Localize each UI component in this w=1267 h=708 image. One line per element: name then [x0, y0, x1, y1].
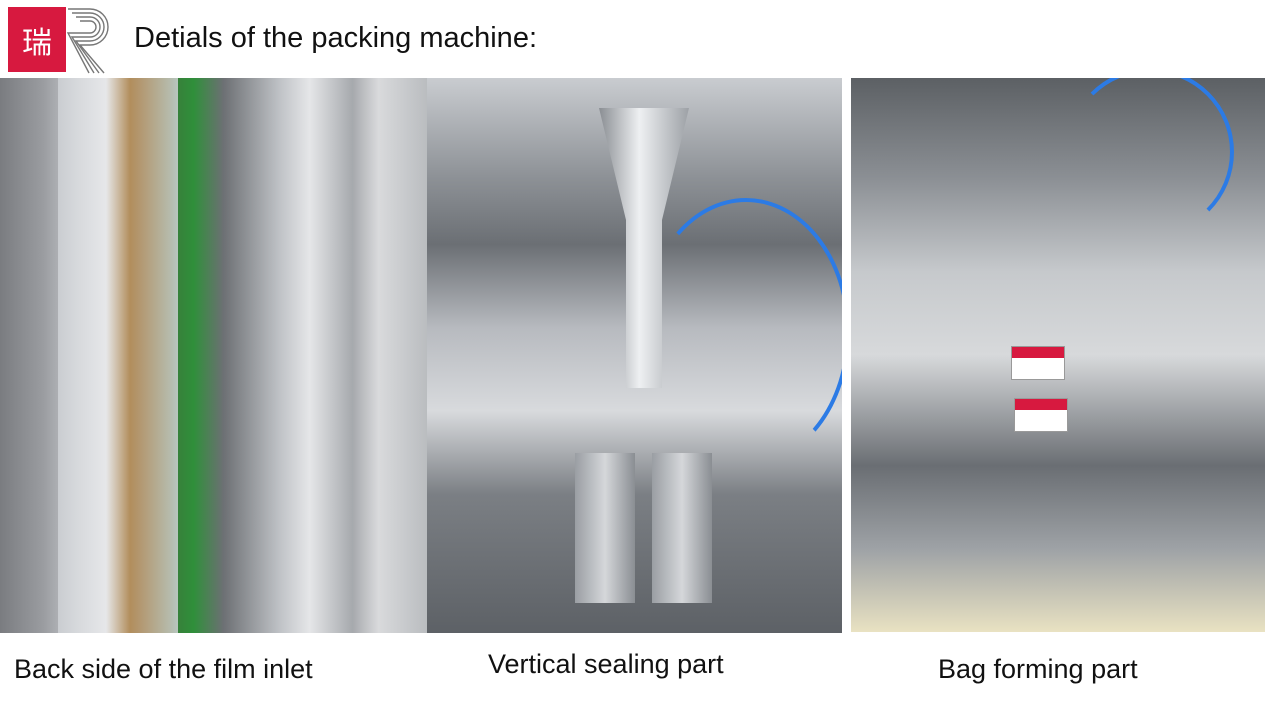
caption-bag-forming: Bag forming part — [938, 654, 1138, 684]
logo: 瑞 — [8, 7, 66, 72]
photo-vertical-sealing — [427, 78, 842, 633]
photo-bag-forming — [851, 78, 1265, 632]
logo-r-mark — [66, 8, 109, 74]
air-tube — [1066, 78, 1234, 236]
caption-film-inlet: Back side of the film inlet — [14, 654, 313, 684]
danger-label — [1014, 398, 1068, 432]
photo-film-inlet — [0, 78, 430, 633]
air-tube — [642, 198, 842, 466]
danger-label — [1011, 346, 1065, 380]
page-title: Detials of the packing machine: — [134, 22, 537, 54]
film-roll — [58, 78, 178, 633]
sealing-jaw-right — [652, 453, 712, 603]
logo-char: 瑞 — [22, 25, 52, 61]
sealing-jaw-left — [575, 453, 635, 603]
caption-vertical-sealing: Vertical sealing part — [488, 649, 724, 679]
